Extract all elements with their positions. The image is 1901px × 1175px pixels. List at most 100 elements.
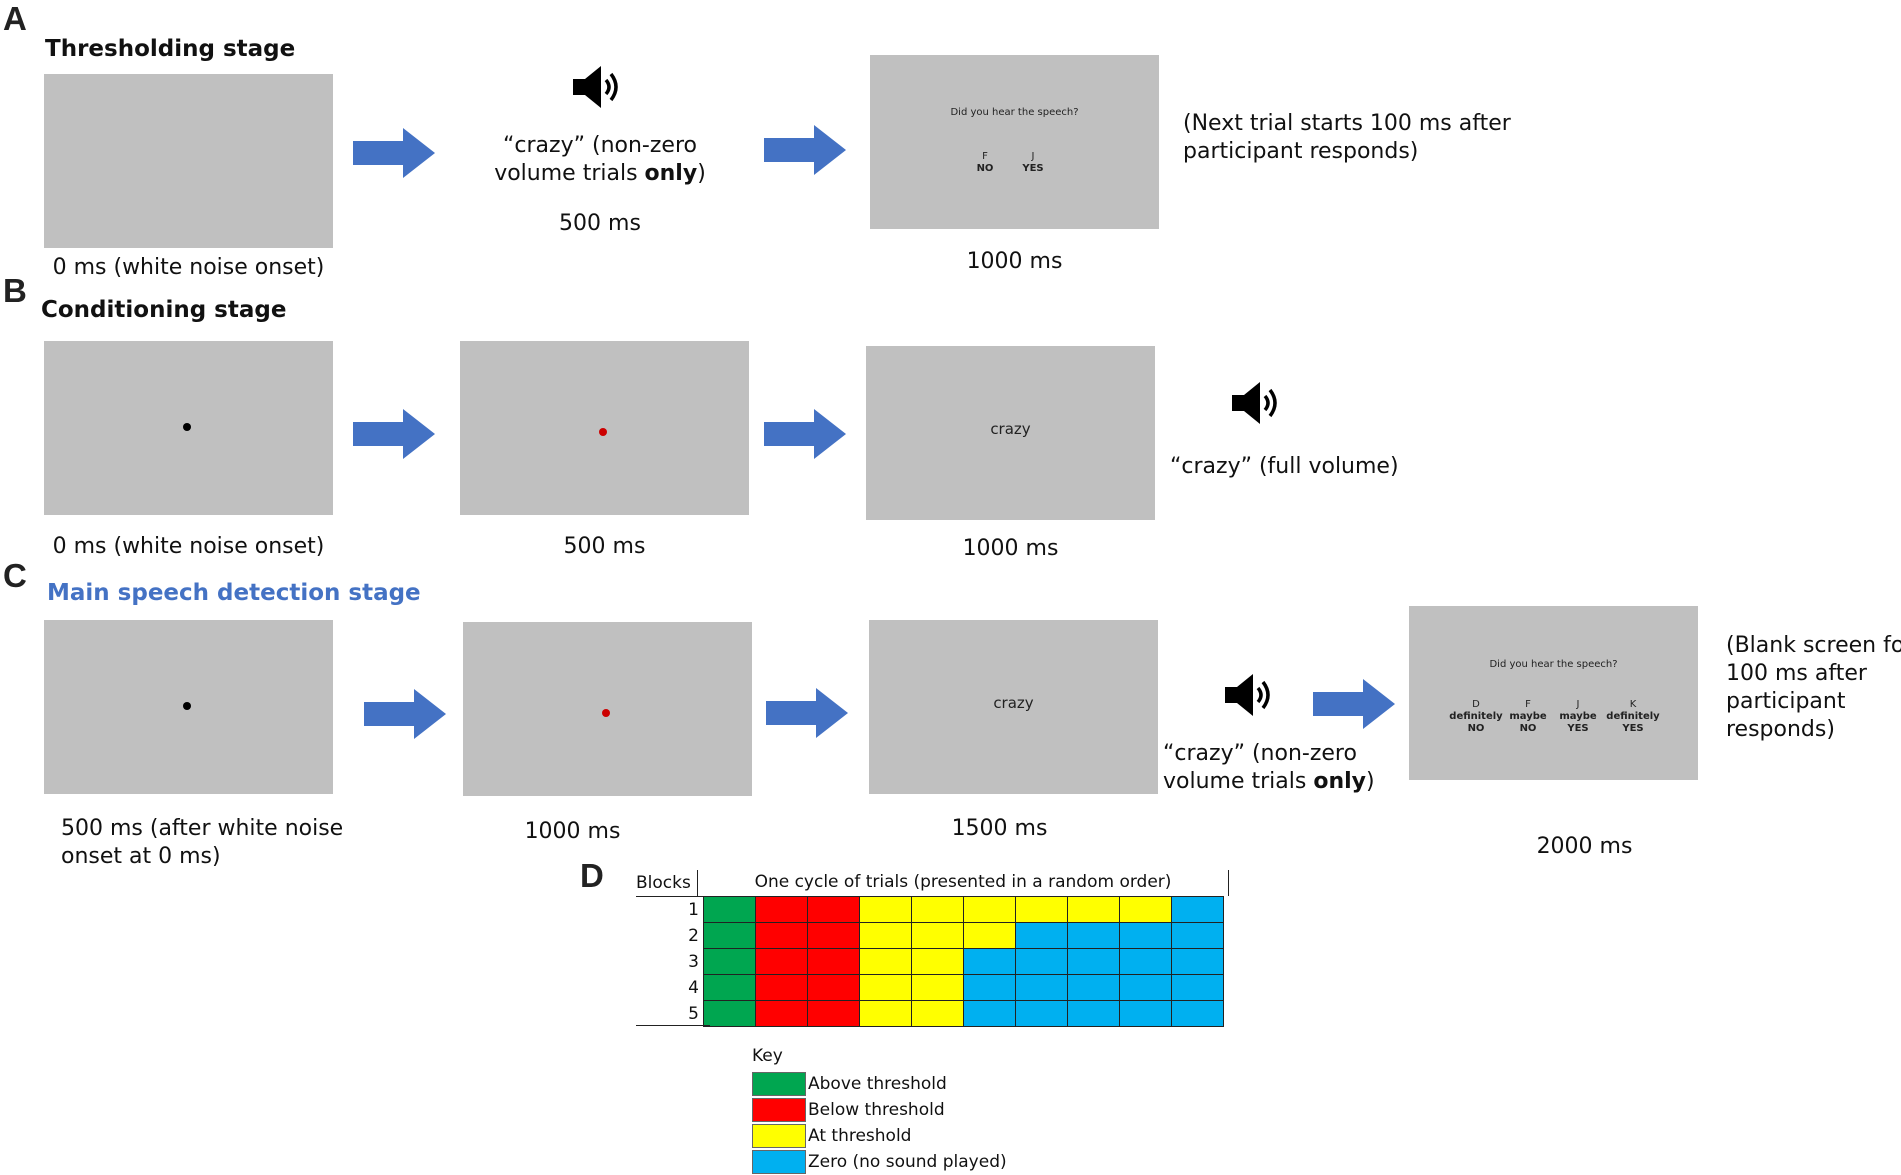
grid-cell-zero [963,1000,1016,1027]
grid-cell-above [703,896,756,923]
grid-cell-above [703,974,756,1001]
arrow-icon [764,125,846,175]
grid-cell-at [911,922,964,949]
caption-line-1: 500 ms (after white noise [61,816,344,841]
option-no: F NO [970,151,1000,175]
sound-line-2-text: volume trials [1163,769,1314,794]
sound-line-2-end: ) [1366,769,1375,794]
block-label: 5 [636,1000,704,1027]
grid-cell-zero [1119,974,1172,1001]
grid-cell-at [911,896,964,923]
grid-cell-below [807,1000,860,1027]
cycle-header: One cycle of trials (presented in a rand… [697,870,1229,896]
panel-c-caption-2: 1000 ms [524,819,621,844]
panel-b-title: Conditioning stage [41,297,287,323]
key-swatch-zero [752,1150,806,1174]
grid-cell-zero [1119,922,1172,949]
grid-row: 3 [636,948,1224,975]
option-maybe-no: F maybe NO [1505,699,1551,735]
caption-line-2: onset at 0 ms) [61,844,221,869]
grid-cell-at [1067,896,1120,923]
sound-line-2-text: volume trials [494,161,645,186]
option-label: YES [1567,723,1589,734]
option-key: F [1525,699,1531,710]
grid-cell-at [859,922,912,949]
panel-b-letter: B [3,272,27,309]
fixation-dot [183,702,191,710]
panel-c-title: Main speech detection stage [47,580,421,606]
grid-cell-zero [1171,922,1224,949]
option-definitely-no: D definitely NO [1448,699,1504,735]
grid-cell-at [859,948,912,975]
grid-cell-at [859,974,912,1001]
grid-cell-zero [1015,1000,1068,1027]
option-label: YES [1622,723,1644,734]
grid-cell-zero [1015,974,1068,1001]
response-screen-a: Did you hear the speech? F NO J YES [870,55,1159,229]
panel-c-caption-4: 2000 ms [1536,834,1633,859]
panel-b-caption-3: 1000 ms [962,536,1059,561]
sound-line-2: volume trials only) [470,160,730,188]
speaker-icon [1232,382,1277,424]
note-line-4: responds) [1726,717,1835,742]
panel-c-caption-3: 1500 ms [951,816,1048,841]
screen-question: Did you hear the speech? [950,107,1079,118]
key-label-below: Below threshold [808,1100,945,1120]
note-line-1: (Blank screen for [1726,633,1901,658]
screen-question: Did you hear the speech? [1489,659,1618,670]
option-key: J [1031,151,1035,162]
grid-row: 1 [636,896,1224,923]
option-label: NO [976,163,994,174]
screen-word: crazy [993,694,1034,712]
note-line-2: participant responds) [1183,139,1419,164]
grid-row: 2 [636,922,1224,949]
fixation-dot [183,423,191,431]
grid-cell-zero [1067,922,1120,949]
sound-line-2-bold: only [1313,769,1366,794]
note-line-2: 100 ms after [1726,661,1867,686]
grid-bottom-rule [636,1025,710,1026]
sound-line-1: “crazy” (non-zero [1163,741,1357,766]
grid-cell-below [755,974,808,1001]
key-label-at: At threshold [808,1126,912,1146]
grid-cell-zero [1119,1000,1172,1027]
cue-screen-c [463,622,752,796]
grid-cell-zero [1067,1000,1120,1027]
grid-cell-at [911,948,964,975]
key-swatch-below [752,1098,806,1122]
arrow-icon [353,409,435,459]
panel-b-sound-caption: “crazy” (full volume) [1170,454,1399,479]
speaker-icon [573,66,618,108]
grid-cell-below [807,922,860,949]
panel-a-sound-caption: “crazy” (non-zero volume trials only) [470,132,730,188]
grid-cell-at [911,974,964,1001]
grid-cell-above [703,1000,756,1027]
key-title: Key [752,1046,783,1066]
sound-line-2: volume trials only) [1163,768,1375,796]
grid-cell-zero [1171,974,1224,1001]
arrow-icon [1313,679,1395,729]
grid-cell-zero [1119,948,1172,975]
panel-a-title: Thresholding stage [45,36,296,62]
option-yes: J YES [1018,151,1048,175]
panel-c-note: (Blank screen for 100 ms after participa… [1726,632,1901,744]
grid-cell-below [807,948,860,975]
key-label-above: Above threshold [808,1074,947,1094]
block-label: 1 [636,896,704,923]
option-label: definitely [1449,711,1503,722]
grid-cell-zero [1015,922,1068,949]
grid-cell-zero [963,974,1016,1001]
grid-cell-below [755,1000,808,1027]
grid-cell-zero [963,948,1016,975]
panel-b-caption-1: 0 ms (white noise onset) [52,534,325,559]
grid-row: 5 [636,1000,1224,1027]
option-label: maybe [1509,711,1547,722]
screen-word: crazy [990,420,1031,438]
grid-cell-below [807,896,860,923]
option-key: D [1472,699,1480,710]
note-line-1: (Next trial starts 100 ms after [1183,111,1511,136]
sound-line-2-bold: only [644,161,698,186]
fixation-screen-b [44,341,333,515]
